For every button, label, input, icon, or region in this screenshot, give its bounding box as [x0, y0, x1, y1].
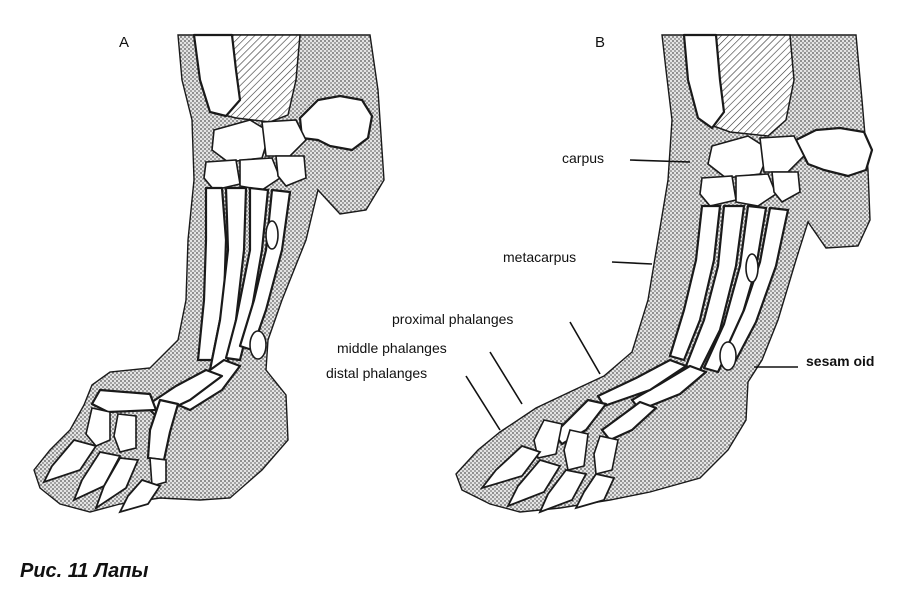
paw-b	[455, 33, 874, 514]
paw-a-metacarpal	[224, 186, 270, 362]
label-carpus: carpus	[562, 150, 604, 166]
paw-b-middle-phalanx	[533, 419, 563, 459]
paw-a-carpus	[203, 119, 307, 191]
label-middle-phalanges: middle phalanges	[337, 340, 447, 356]
paw-a-sesamoid	[249, 330, 267, 360]
paw-b-accessory-carpal	[794, 126, 874, 178]
paw-b-phalanges	[479, 358, 708, 514]
paw-a-ulna	[192, 33, 242, 118]
leader-middle-phalanges	[489, 351, 523, 405]
paw-b-carpal-bone	[735, 173, 777, 207]
paw-a-middle-phalanx	[85, 407, 111, 447]
paw-b-proximal-phalanx	[600, 400, 658, 442]
label-metacarpus: metacarpus	[503, 249, 576, 265]
paw-b-metacarpal	[668, 204, 722, 362]
paw-b-metacarpal	[702, 204, 768, 374]
label-sesamoid: sesam oid	[806, 353, 874, 369]
paw-b-carpal-bone	[759, 135, 805, 173]
paw-a-proximal-phalanx	[90, 388, 158, 414]
paw-b-metacarpus	[668, 204, 790, 374]
paw-a-claw	[118, 478, 162, 514]
paw-a-phalanges	[42, 358, 242, 514]
paw-b-soft-tissue	[455, 34, 871, 513]
paw-a	[33, 33, 385, 514]
paw-a-carpal-bone	[239, 157, 281, 191]
paw-a-claw	[72, 450, 122, 502]
paw-b-ulna	[682, 33, 726, 130]
paw-b-dewclaw-bone	[745, 253, 759, 283]
label-distal-phalanges: distal phalanges	[326, 365, 427, 381]
paw-b-carpus	[699, 135, 805, 207]
paw-a-carpal-bone	[275, 155, 307, 187]
paw-b-sesamoid	[719, 341, 737, 371]
paw-b-carpal-bone	[699, 175, 737, 207]
paw-b-middle-phalanx	[563, 429, 589, 471]
paw-a-claw	[94, 457, 140, 511]
paw-a-accessory-carpal	[298, 94, 374, 152]
paw-a-carpal-bone	[261, 119, 307, 157]
label-proximal-phalanges: proximal phalanges	[392, 311, 513, 327]
paw-a-metacarpus	[196, 186, 292, 372]
leader-proximal-phalanges	[569, 321, 601, 375]
paw-b-carpal-bone	[771, 171, 801, 204]
paw-b-claw	[538, 469, 588, 514]
paw-b-claw	[574, 472, 616, 510]
leader-distal-phalanges	[465, 375, 501, 431]
panel-a-letter: A	[119, 34, 129, 51]
leader-metacarpus	[611, 261, 653, 265]
paw-a-claw	[42, 438, 98, 484]
paw-a-middle-phalanx	[149, 457, 167, 488]
paw-a-middle-phalanx	[113, 413, 137, 453]
paw-b-middle-phalanx	[593, 435, 619, 476]
leader-carpus	[629, 159, 691, 163]
paw-b-claw	[479, 444, 542, 490]
paw-a-carpal-bone	[203, 159, 241, 191]
panel-b-letter: B	[595, 34, 605, 51]
paw-a-dewclaw-bone	[265, 220, 279, 250]
paw-b-claw	[506, 458, 562, 508]
figure-caption: Рис. 11 Лапы	[20, 560, 149, 582]
